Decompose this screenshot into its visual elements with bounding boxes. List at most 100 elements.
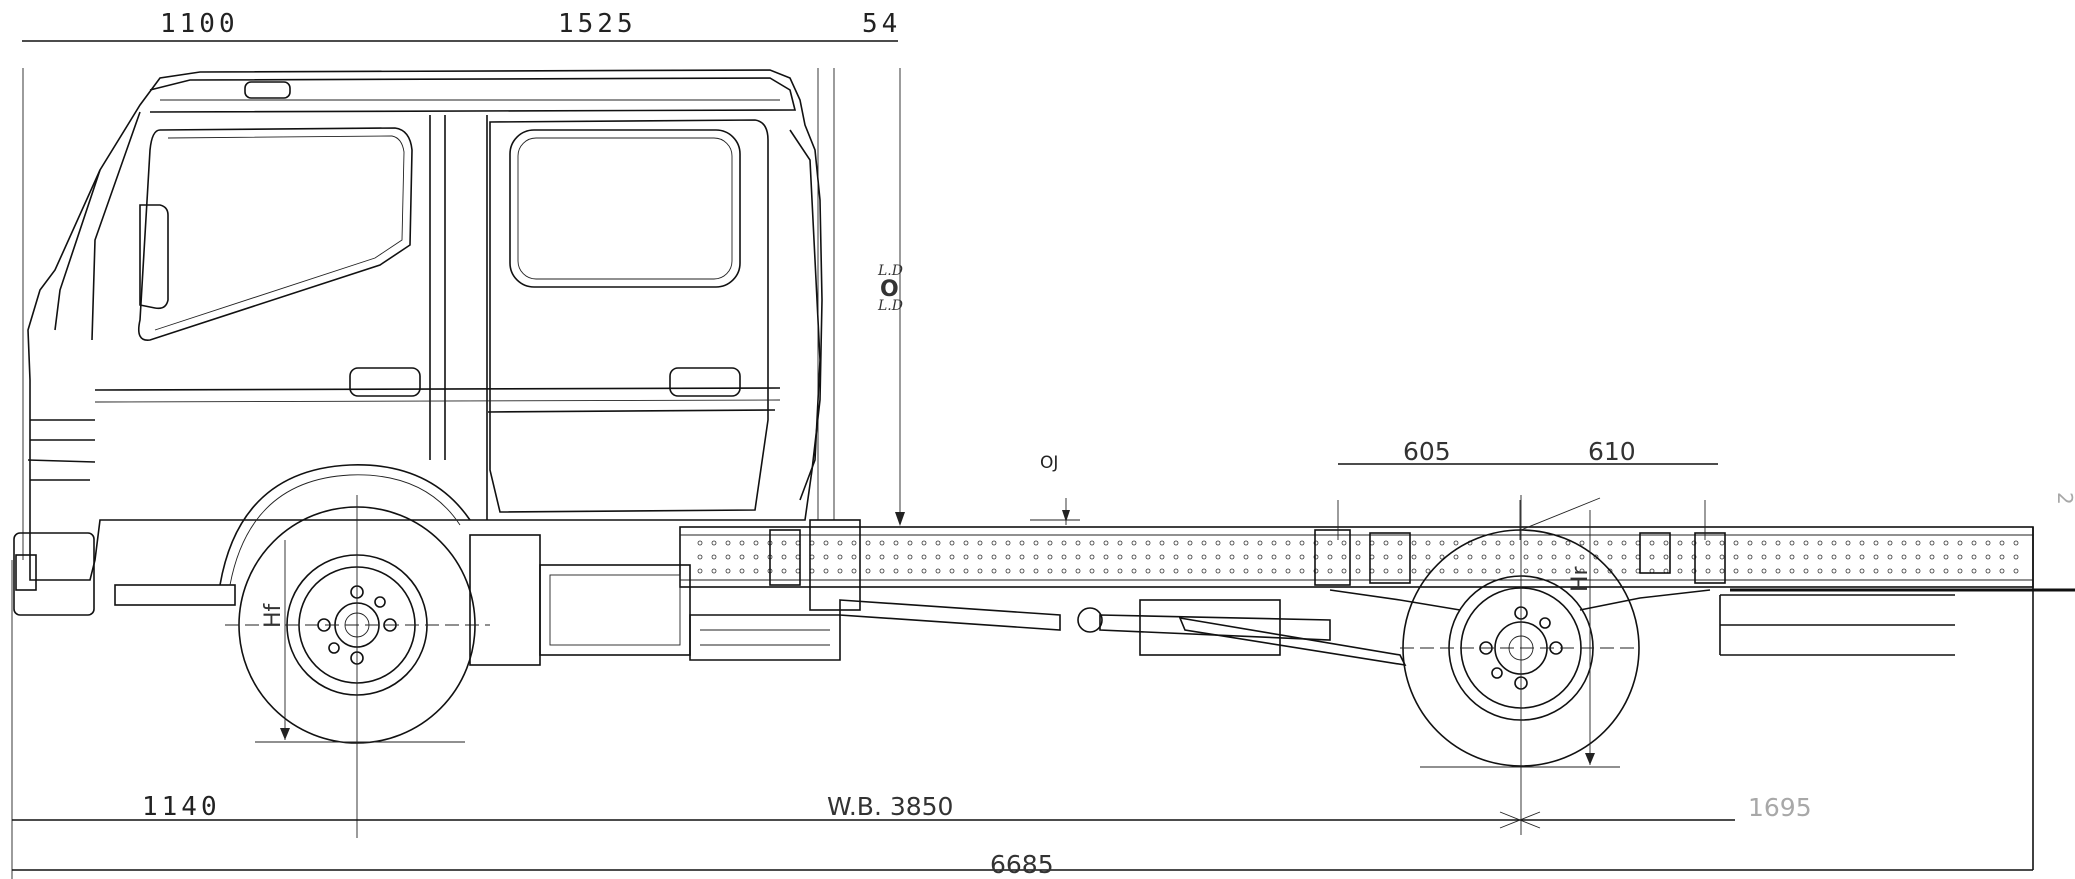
frame-hole — [1691, 554, 1697, 560]
frame-hole — [1943, 540, 1949, 546]
frame-hole — [1159, 540, 1165, 546]
chassis-frame — [679, 526, 2075, 870]
frame-hole — [1929, 568, 1935, 574]
cab-height-marker-bottom: L.D — [877, 298, 903, 314]
frame-hole — [1243, 540, 1249, 546]
frame-hole — [1187, 540, 1193, 546]
frame-hole — [1481, 568, 1487, 574]
frame-hole — [1705, 540, 1711, 546]
frame-hole — [1859, 554, 1865, 560]
frame-hole — [1453, 540, 1459, 546]
frame-hole — [1817, 540, 1823, 546]
cab-height-marker-label: O — [880, 277, 899, 302]
frame-hole — [711, 554, 717, 560]
frame-hole — [1775, 568, 1781, 574]
frame-hole — [1495, 554, 1501, 560]
frame-hole — [1537, 568, 1543, 574]
frame-hole — [1607, 568, 1613, 574]
frame-hole — [1453, 554, 1459, 560]
frame-hole — [935, 540, 941, 546]
frame-hole — [1509, 554, 1515, 560]
rear-door-window — [509, 129, 741, 288]
front-wheel-arch — [219, 464, 471, 586]
frame-hole — [1509, 568, 1515, 574]
frame-hole — [1649, 554, 1655, 560]
frame-hole — [1355, 568, 1361, 574]
frame-hole — [1845, 568, 1851, 574]
frame-hole — [1523, 554, 1529, 560]
frame-hole — [725, 568, 731, 574]
frame-hole — [1971, 554, 1977, 560]
frame-bracket — [769, 529, 801, 586]
frame-hole — [1159, 568, 1165, 574]
rear-window-inner — [517, 137, 733, 280]
front-bumper — [13, 532, 95, 616]
cab-height-marker-top: L.D — [877, 263, 903, 279]
frame-offset-arrow — [1062, 510, 1070, 522]
frame-hole — [1061, 554, 1067, 560]
frame-hole — [725, 554, 731, 560]
frame-hole — [1327, 568, 1333, 574]
frame-hole — [1075, 540, 1081, 546]
frame-hole — [1229, 568, 1235, 574]
exhaust-muffler — [689, 614, 841, 661]
drivetrain — [469, 519, 1407, 667]
transmission-detail — [549, 574, 681, 646]
frame-hole — [1131, 554, 1137, 560]
frame-hole — [1355, 554, 1361, 560]
frame-hole — [851, 540, 857, 546]
frame-hole — [1691, 540, 1697, 546]
frame-hole — [1005, 568, 1011, 574]
frame-hole — [949, 554, 955, 560]
frame-hole — [893, 540, 899, 546]
frame-hole — [935, 568, 941, 574]
frame-hole — [1747, 568, 1753, 574]
air-tank — [809, 519, 861, 611]
frame-hole — [1999, 554, 2005, 560]
frame-hole — [1943, 554, 1949, 560]
frame-hole — [1103, 554, 1109, 560]
frame-hole — [1131, 568, 1137, 574]
frame-hole — [1327, 554, 1333, 560]
engine-block — [469, 534, 541, 666]
frame-hole — [1201, 568, 1207, 574]
frame-hole — [1215, 540, 1221, 546]
frame-hole — [1145, 568, 1151, 574]
dim-frame-section-far: 610 — [1588, 437, 1636, 466]
cab-height-marker: L.D O L.D — [877, 263, 903, 314]
frame-bracket — [1369, 532, 1411, 584]
frame-hole — [1271, 568, 1277, 574]
front-door-window — [137, 127, 413, 341]
frame-hole — [1719, 568, 1725, 574]
rear-lug-nut — [1491, 667, 1503, 679]
frame-hole — [1789, 568, 1795, 574]
dim-frame-section-rear: 605 — [1403, 437, 1451, 466]
frame-hole — [1691, 568, 1697, 574]
frame-hole — [1481, 540, 1487, 546]
frame-hole — [1425, 568, 1431, 574]
frame-hole — [865, 554, 871, 560]
cab-beltline-2 — [94, 399, 781, 403]
rear-bumper-beam — [1719, 594, 1955, 656]
frame-hole — [1579, 568, 1585, 574]
frame-hole — [1537, 554, 1543, 560]
frame-hole — [893, 568, 899, 574]
frame-hole — [1243, 554, 1249, 560]
frame-hole — [1089, 554, 1095, 560]
frame-hole — [1285, 568, 1291, 574]
frame-hole — [711, 568, 717, 574]
frame-hole — [1649, 540, 1655, 546]
universal-joint — [1077, 607, 1103, 633]
frame-hole — [1117, 568, 1123, 574]
frame-hole — [1985, 554, 1991, 560]
frame-hole — [1761, 554, 1767, 560]
frame-hole — [1173, 554, 1179, 560]
frame-hole — [1201, 554, 1207, 560]
frame-hole — [1481, 554, 1487, 560]
frame-hole — [1005, 554, 1011, 560]
frame-hole — [1495, 540, 1501, 546]
front-door-handle — [349, 367, 421, 397]
cab-beltline — [94, 387, 781, 391]
frame-hole — [893, 554, 899, 560]
